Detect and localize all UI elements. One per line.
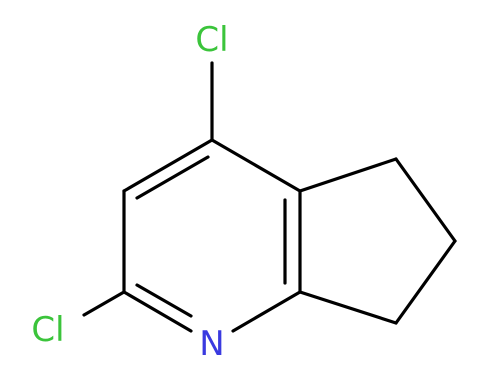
bond-c4a-c4: [210, 138, 302, 193]
bond-c2-cl2: [82, 290, 126, 317]
bond-c4a-c5: [298, 157, 398, 193]
bond-c6-c7: [394, 239, 457, 325]
atom-cl4-label: Cl: [195, 20, 228, 60]
bond-c2-n1-double: [135, 283, 193, 318]
bond-c7-c7a: [298, 290, 398, 325]
bond-c3-c4: [122, 138, 214, 193]
atom-cl2-label: Cl: [31, 310, 64, 350]
bond-c3-c4-double: [135, 155, 210, 200]
bond-c2-n1: [122, 290, 193, 333]
bond-n1-c7a: [231, 290, 302, 333]
atom-n1-label: N: [199, 324, 224, 364]
bond-c5-c6: [394, 157, 457, 243]
